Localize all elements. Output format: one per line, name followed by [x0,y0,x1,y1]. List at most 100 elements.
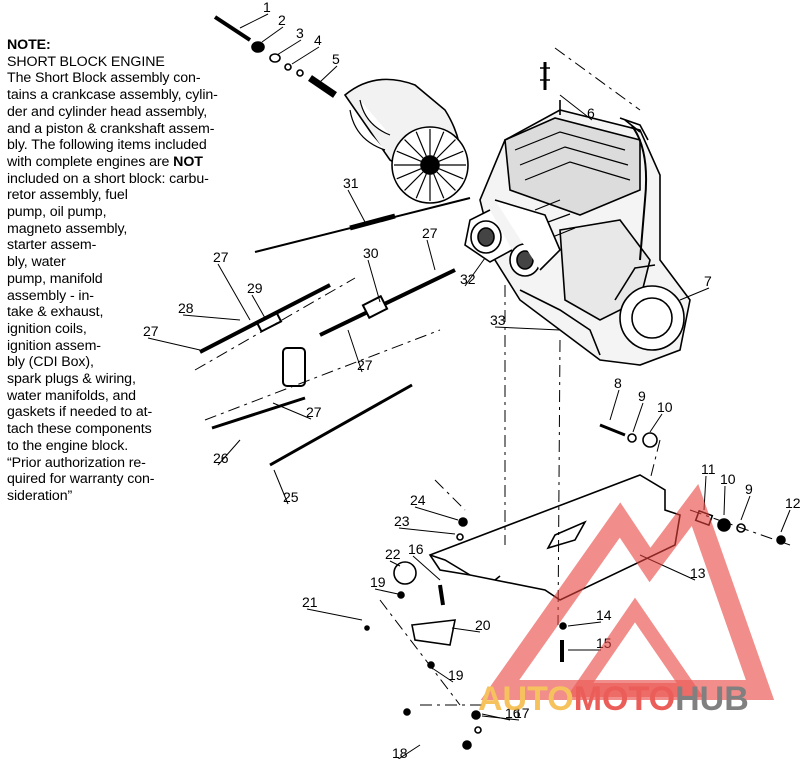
callout-28: 28 [178,300,194,316]
leader-32 [464,257,486,287]
leader-23 [398,527,456,535]
note-line: and a piston & crankshaft assem- [7,120,215,137]
callout-30: 30 [363,245,379,261]
note-subheading: SHORT BLOCK ENGINE [7,53,165,70]
pulley-spoke [415,131,428,157]
note-line: bly, water [7,254,66,271]
note-line: pump, manifold [7,270,103,287]
callout-16: 16 [505,705,521,721]
note-line: tains a crankcase assembly, cylin- [7,87,218,104]
callout-19: 19 [370,574,386,590]
note-line: bly. The following items included [7,137,207,154]
callout-9: 9 [638,388,646,404]
leader-27 [272,402,312,420]
note-line: assembly - in- [7,287,94,304]
pulley-spoke [432,173,445,199]
leader-10 [723,485,726,516]
note-line: to the engine block. [7,437,129,454]
callout-19: 19 [448,667,464,683]
callout-1: 1 [263,0,271,15]
note-line: “Prior authorization re- [7,454,146,471]
callout-32: 32 [460,271,476,287]
leader-4 [291,46,320,65]
leader-9 [632,402,644,433]
leader-22 [389,560,401,567]
note-line: ignition assem- [7,337,101,354]
leader-20 [451,627,481,633]
callout-4: 4 [314,32,322,48]
leader-29 [251,294,266,319]
callout-22: 22 [385,546,401,562]
note-line: pump, oil pump, [7,204,107,221]
callout-23: 23 [394,513,410,529]
callout-27: 27 [357,357,373,373]
automotohub-watermark: AUTOMOTOHUB [478,484,775,718]
callout-20: 20 [475,617,491,633]
note-line: retor assembly, fuel [7,187,128,204]
leader-26 [217,439,241,466]
leader-27 [426,239,436,271]
engine-block [464,100,691,366]
note-line: with complete engines are NOT [7,153,203,170]
callout-10: 10 [657,399,673,415]
leader-1 [239,13,269,29]
callout-9: 9 [745,481,753,497]
leader-14 [567,621,602,627]
note-heading: NOTE: [7,37,51,53]
callout-13: 13 [690,565,706,581]
callout-26: 26 [213,450,229,466]
pulley-spoke [438,167,464,180]
callout-27: 27 [143,323,159,339]
callout-8: 8 [614,375,622,391]
callout-14: 14 [596,607,612,623]
note-line: magneto assembly, [7,220,128,237]
callout-3: 3 [296,25,304,41]
leader-16 [412,555,441,581]
note-line: tach these components [7,421,152,438]
note-line: der and cylinder head assembly, [7,103,208,120]
callout-27: 27 [422,225,438,241]
pulley-spoke [396,150,422,163]
pulley-spoke [415,173,428,199]
callout-25: 25 [283,489,299,505]
pulley-spoke [404,139,425,160]
leader-33 [494,326,561,331]
note-line: ignition coils, [7,320,87,337]
callout-5: 5 [332,51,340,67]
note-line: gaskets if needed to at- [7,404,153,421]
callout-6: 6 [587,105,595,121]
leader-19 [431,667,454,683]
leader-25 [273,469,289,505]
leader-12 [780,509,791,533]
callout-18: 18 [392,745,408,759]
callout-16: 16 [408,541,424,557]
pulley-spoke [432,131,445,157]
svg-text:AUTOMOTOHUB: AUTOMOTOHUB [478,680,749,718]
note-line: water manifolds, and [7,387,136,404]
callout-27: 27 [213,249,229,265]
leader-27 [217,263,251,321]
bolt-stack-1-5 [213,15,337,98]
note-line: The Short Block assembly con- [7,70,201,87]
leader-7 [679,287,710,301]
callout-2: 2 [278,12,286,28]
leader-27 [347,329,363,373]
assembly-dash-lines [194,47,791,706]
leader-10 [649,413,663,433]
note-line: quired for warranty con- [7,471,155,488]
callout-11: 11 [701,461,716,477]
callout-29: 29 [247,280,263,296]
note-line: starter assem- [7,237,97,254]
leader-21 [306,608,363,621]
carburetor-assembly [470,199,561,277]
callout-33: 33 [490,312,506,328]
leader-28 [182,314,241,321]
recoil-starter [343,78,469,204]
note-body: The Short Block assembly con-tains a cra… [7,70,287,504]
pulley-spoke [396,167,422,180]
rod-set [199,268,456,467]
callout-21: 21 [302,594,318,610]
watermark-hub: HUB [675,680,749,718]
